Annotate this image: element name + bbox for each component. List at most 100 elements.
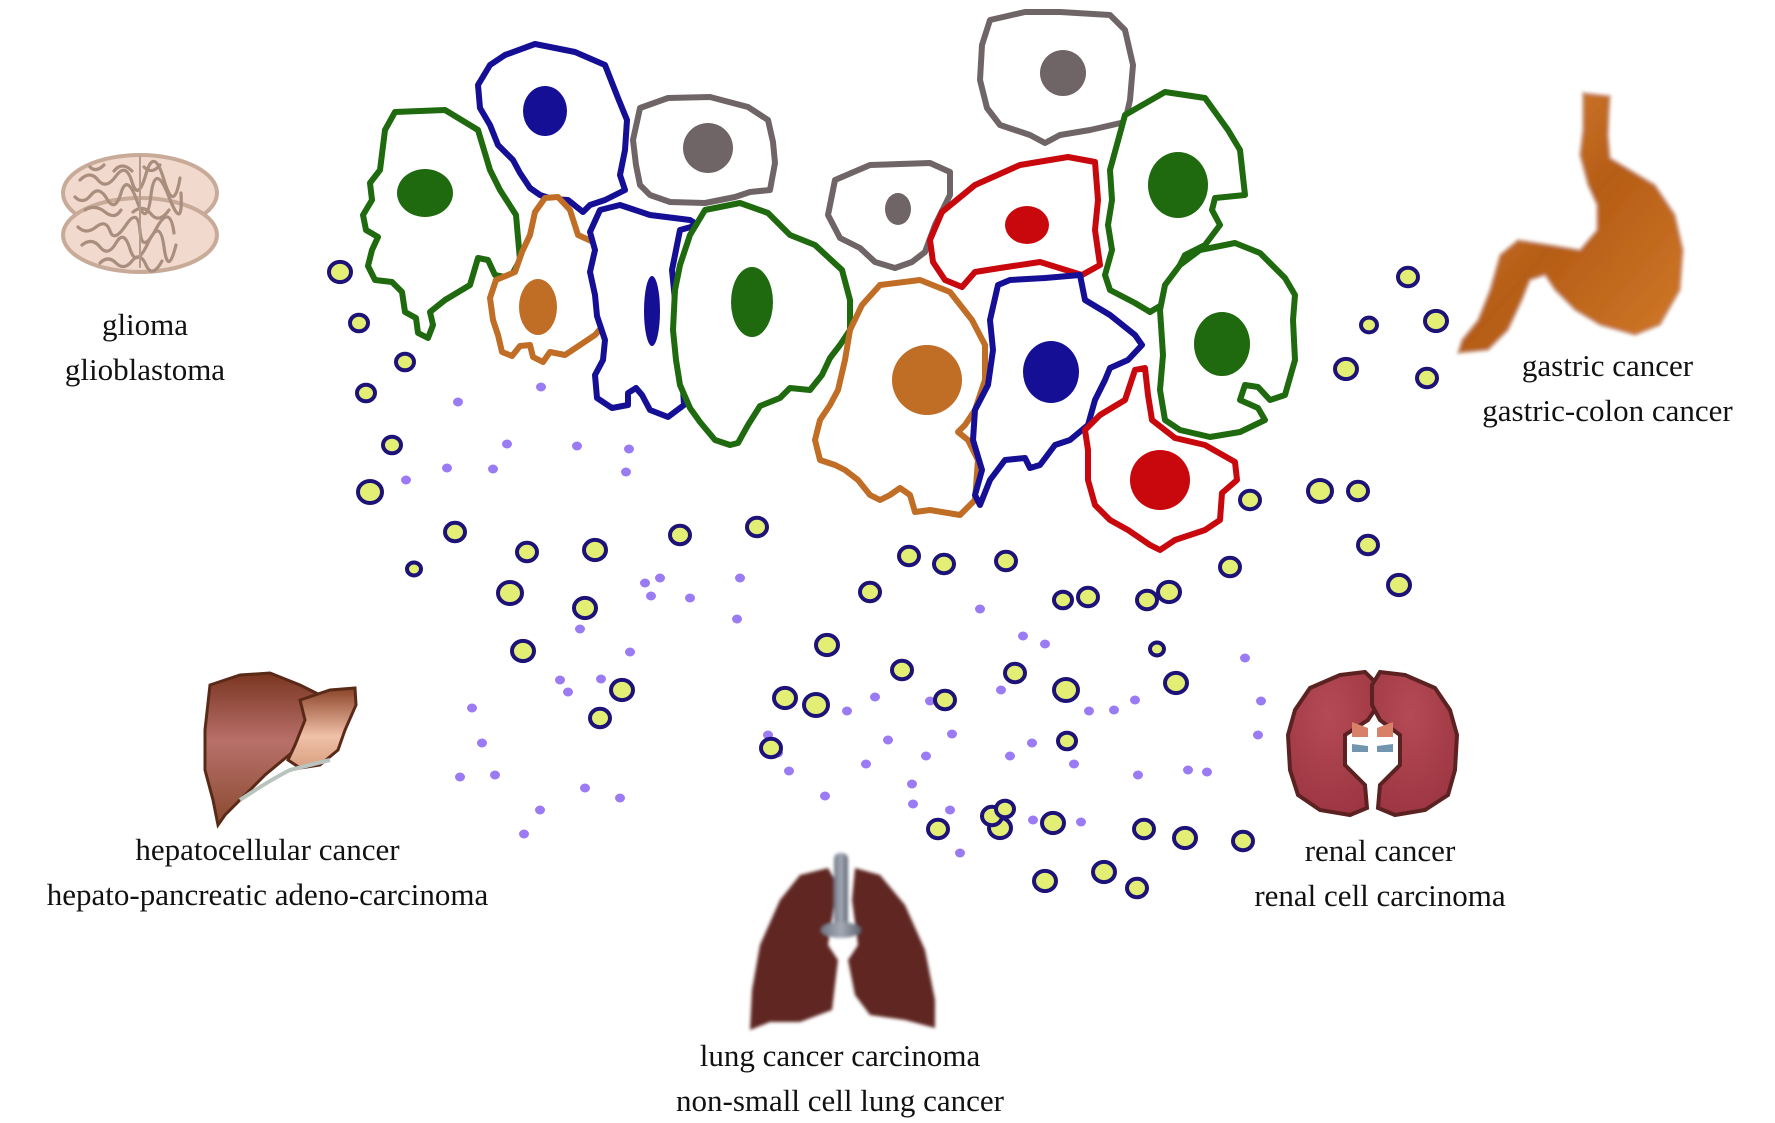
vesicle [496,579,524,607]
vesicle [1032,868,1058,894]
small-particle [624,444,634,454]
label-line: glioblastoma [64,352,226,387]
small-particle [1256,696,1266,706]
small-particle [453,397,463,407]
tumor-cells [360,9,1298,553]
small-particle [519,829,529,839]
vesicle [1156,579,1182,605]
label-line: gastric cancer [1521,348,1694,383]
vesicle [994,798,1016,820]
cell-nucleus [523,86,567,136]
small-particle [502,439,512,449]
vesicle [814,632,840,658]
small-particle [784,766,794,776]
small-particle [621,467,631,477]
small-particle [646,591,656,601]
vesicle [381,434,403,456]
vesicle [443,520,467,544]
vesicle [994,549,1018,573]
small-particle [1028,815,1038,825]
small-particle [625,647,635,657]
vesicle [668,523,692,547]
small-particle [477,738,487,748]
small-particle [1133,770,1143,780]
vesicle [1333,356,1359,382]
small-particle [883,735,893,745]
vesicle [1356,533,1380,557]
vesicle [1040,810,1066,836]
tumor-cell [587,202,701,420]
vesicles [327,259,1449,900]
organ-label-brain: glioma glioblastoma [30,302,260,392]
small-particle [640,578,650,588]
small-particle [945,805,955,815]
cell-nucleus [644,276,660,346]
vesicle [1238,488,1262,512]
vesicle [897,544,921,568]
label-line: non-small cell lung cancer [676,1083,1004,1118]
vesicle [327,259,353,285]
small-particle [555,675,565,685]
cell-nucleus [892,345,962,415]
tumor-cell [812,277,988,518]
small-particle [732,614,742,624]
small-particle [921,751,931,761]
vesicle [858,580,882,604]
vesicle [1076,585,1100,609]
cell-nucleus [731,267,773,337]
small-particle [488,464,498,474]
small-particle [870,692,880,702]
tumor-cell [1082,365,1240,553]
vesicle [1172,825,1198,851]
cell-nucleus [1023,341,1079,403]
small-particle [947,729,957,739]
vesicle [802,691,830,719]
small-particle [1027,738,1037,748]
small-particle [455,772,465,782]
vesicle [1396,265,1420,289]
vesicle [1132,817,1156,841]
vesicle [926,817,950,841]
small-particle [1005,751,1015,761]
tumor-cell [670,200,853,448]
tumor-cell [360,107,523,341]
vesicle [405,560,423,578]
label-line: renal cell carcinoma [1254,878,1506,913]
small-particle [1109,705,1119,715]
organ-label-kidneys: renal cancer renal cell carcinoma [1200,828,1560,918]
vesicle [572,595,598,621]
small-particle [655,573,665,583]
small-particle [1084,706,1094,716]
small-particle [1253,730,1263,740]
tumor-cell [927,154,1103,290]
small-particle [861,759,871,769]
small-particle [1240,653,1250,663]
label-line: glioma [101,307,189,342]
vesicle [588,706,612,730]
small-particle [442,463,452,473]
brain-icon [61,153,219,274]
vesicle [1091,859,1117,885]
label-line: hepatocellular cancer [135,832,400,867]
kidneys-icon [1285,669,1460,818]
vesicle [582,537,608,563]
organ-label-liver: hepatocellular cancer hepato-pancreatic … [0,827,535,917]
small-particle [535,805,545,815]
vesicle [394,351,416,373]
organ-label-lungs: lung cancer carcinoma non-small cell lun… [620,1033,1060,1123]
small-particle [1130,695,1140,705]
vesicle [759,736,783,760]
small-particle [580,783,590,793]
tumor-cell [825,160,953,271]
small-particle [563,687,573,697]
cell-nucleus [885,193,911,225]
vesicle [1056,730,1078,752]
vesicle [745,515,769,539]
vesicle [1359,315,1379,335]
small-particle [1076,817,1086,827]
small-particle [955,848,965,858]
small-particle [925,696,935,706]
small-particle [1202,767,1212,777]
stomach-icon [1456,91,1685,355]
